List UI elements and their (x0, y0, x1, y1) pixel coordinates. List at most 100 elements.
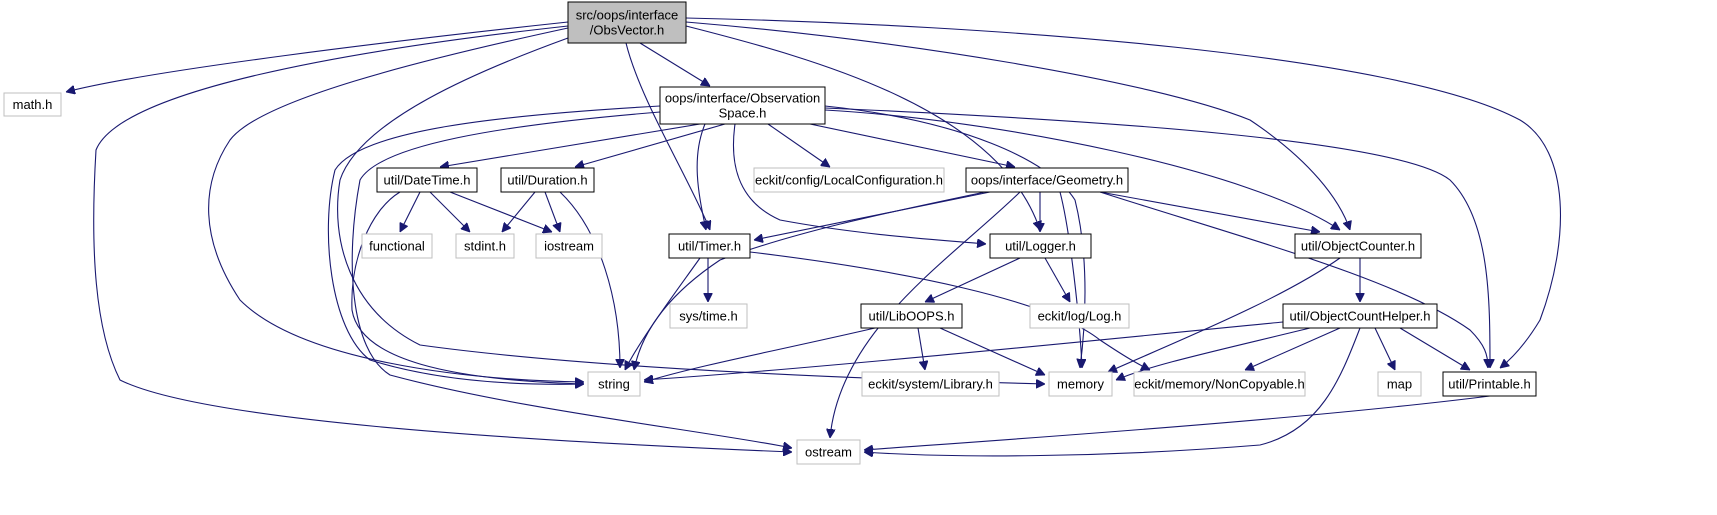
edge-obsspace-to-localconfig (767, 123, 830, 167)
node-label-obsspace-line2: Space.h (719, 106, 767, 121)
node-box-functional (361, 233, 433, 259)
node-box-geometry (965, 167, 1129, 193)
edge-obsvector-to-timer (625, 42, 710, 230)
node-label-functional: functional (369, 239, 425, 254)
node-label-log: eckit/log/Log.h (1038, 309, 1122, 324)
node-box-math (3, 92, 62, 117)
node-ostream: ostream (796, 439, 861, 465)
edges-layer (66, 17, 1562, 456)
node-label-systime: sys/time.h (679, 309, 738, 324)
node-box-logger (989, 233, 1092, 259)
node-label-obsvector-line2: /ObsVector.h (590, 23, 664, 38)
edge-obsspace-to-objectcounter (824, 109, 1340, 230)
node-string: string (587, 371, 641, 397)
edge-printable-to-ostream (864, 395, 1491, 450)
node-log: eckit/log/Log.h (1029, 303, 1130, 329)
node-label-string: string (598, 377, 630, 392)
edge-geometry-to-memory (1059, 191, 1082, 368)
edge-obsspace-to-geometry (809, 123, 1015, 167)
node-label-printable: util/Printable.h (1448, 377, 1530, 392)
node-box-log (1029, 303, 1130, 329)
node-label-obsspace-line1: oops/interface/Observation (665, 91, 820, 106)
node-box-iostream (535, 233, 603, 259)
node-box-map (1377, 371, 1422, 397)
node-box-obsspace (659, 86, 826, 125)
node-noncopyable: eckit/memory/NonCopyable.h (1133, 371, 1306, 397)
node-label-geometry: oops/interface/Geometry.h (971, 173, 1123, 188)
node-box-string (587, 371, 641, 397)
node-box-objectcounter (1294, 233, 1422, 259)
edge-obsspace-to-string (327, 105, 661, 384)
edge-duration-to-iostream (544, 191, 560, 232)
edge-liboops-to-memory (939, 327, 1045, 375)
node-duration[interactable]: util/Duration.h (500, 167, 595, 193)
node-memory: memory (1048, 371, 1113, 397)
edge-obsvector-to-memory (337, 37, 1045, 384)
node-label-objectcounthelper: util/ObjectCountHelper.h (1290, 309, 1431, 324)
node-localconfig: eckit/config/LocalConfiguration.h (753, 167, 945, 193)
node-objectcounter[interactable]: util/ObjectCounter.h (1294, 233, 1422, 259)
node-library: eckit/system/Library.h (861, 371, 1000, 397)
node-label-liboops: util/LibOOPS.h (869, 309, 955, 324)
node-label-iostream: iostream (544, 239, 594, 254)
edge-obsvector-to-printable (685, 17, 1562, 368)
node-label-localconfig: eckit/config/LocalConfiguration.h (755, 173, 943, 188)
node-timer[interactable]: util/Timer.h (668, 233, 751, 259)
edge-datetime-to-string (351, 191, 584, 384)
node-label-stdint: stdint.h (464, 239, 506, 254)
node-label-datetime: util/DateTime.h (384, 173, 471, 188)
edge-obsspace-to-logger (732, 123, 986, 244)
node-stdint: stdint.h (455, 233, 515, 259)
node-box-noncopyable (1133, 371, 1306, 397)
node-label-math: math.h (13, 97, 53, 112)
node-label-memory: memory (1057, 377, 1104, 392)
edge-liboops-to-string (644, 327, 876, 382)
node-box-systime (669, 303, 748, 329)
edge-objectcounthelper-to-string (644, 321, 1284, 380)
node-box-ostream (796, 439, 861, 465)
node-functional: functional (361, 233, 433, 259)
edge-obsvector-to-ostream (93, 25, 792, 452)
edge-obsspace-to-datetime (440, 123, 701, 167)
node-geometry[interactable]: oops/interface/Geometry.h (965, 167, 1129, 193)
edge-geometry-to-objectcounter (1099, 191, 1320, 232)
edge-obsspace-to-printable (824, 107, 1490, 368)
node-map: map (1377, 371, 1422, 397)
edge-geometry-to-ostream (830, 191, 1021, 438)
edge-datetime-to-stdint (429, 191, 470, 232)
edge-obsspace-to-duration (575, 123, 726, 167)
node-logger[interactable]: util/Logger.h (989, 233, 1092, 259)
nodes-layer: src/oops/interface/ObsVector.h math.h oops… (3, 1, 1537, 465)
edge-objectcounthelper-to-ostream (864, 327, 1361, 456)
edge-objectcounthelper-to-noncopyable (1245, 327, 1341, 370)
node-box-localconfig (753, 167, 945, 193)
edge-obsvector-to-obsspace (639, 42, 710, 86)
node-box-timer (668, 233, 751, 259)
node-objectcounthelper[interactable]: util/ObjectCountHelper.h (1282, 303, 1438, 329)
edge-objectcounthelper-to-printable (1399, 327, 1470, 370)
edge-obsvector-to-string (208, 27, 584, 382)
node-datetime[interactable]: util/DateTime.h (376, 167, 478, 193)
node-box-printable (1442, 371, 1537, 397)
node-label-logger: util/Logger.h (1005, 239, 1076, 254)
node-liboops[interactable]: util/LibOOPS.h (860, 303, 963, 329)
edge-datetime-to-functional (399, 191, 421, 232)
node-obsvector[interactable]: src/oops/interface/ObsVector.h (567, 1, 687, 44)
node-box-duration (500, 167, 595, 193)
node-box-library (861, 371, 1000, 397)
edge-datetime-to-iostream (449, 191, 552, 232)
node-label-timer: util/Timer.h (678, 239, 741, 254)
node-box-stdint (455, 233, 515, 259)
node-label-duration: util/Duration.h (507, 173, 587, 188)
node-box-liboops (860, 303, 963, 329)
node-box-datetime (376, 167, 478, 193)
node-box-objectcounthelper (1282, 303, 1438, 329)
edge-timer-to-string (624, 257, 701, 370)
edge-obsspace-to-timer (696, 123, 706, 230)
node-printable[interactable]: util/Printable.h (1442, 371, 1537, 397)
node-label-obsvector-line1: src/oops/interface (576, 8, 679, 23)
node-box-memory (1048, 371, 1113, 397)
edge-obsvector-to-math (66, 21, 569, 92)
